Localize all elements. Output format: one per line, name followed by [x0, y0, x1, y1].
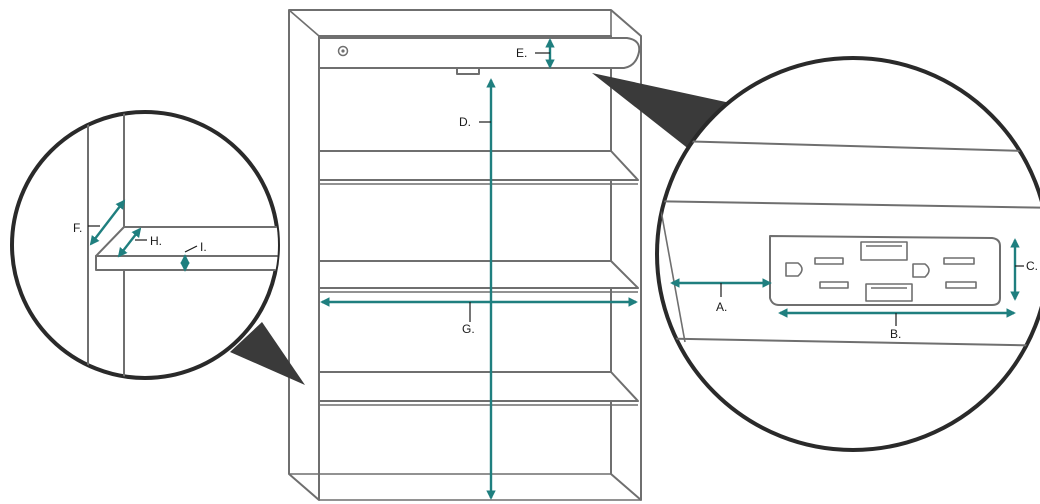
label-a: A.	[716, 300, 727, 314]
dimension-f-arrow	[89, 199, 126, 246]
label-b: B.	[890, 327, 901, 341]
label-d: D.	[459, 115, 471, 129]
dimension-h-arrow	[117, 227, 142, 258]
outlet-rail	[318, 37, 641, 69]
shelf	[318, 150, 639, 185]
label-f: F.	[73, 221, 82, 235]
shelf	[318, 260, 639, 293]
shelf	[318, 371, 639, 406]
label-g: G.	[462, 322, 475, 336]
label-e: E.	[516, 46, 527, 60]
label-h: H.	[150, 234, 162, 248]
cabinet	[288, 9, 642, 501]
label-c: C.	[1026, 259, 1038, 273]
rail-light-icon	[337, 45, 349, 57]
left-callout-pointer	[230, 322, 305, 385]
rail-tab	[456, 67, 480, 75]
label-i: I.	[200, 240, 207, 254]
shelf-edge	[95, 226, 278, 257]
outlet-zoom-detail	[657, 139, 1040, 347]
